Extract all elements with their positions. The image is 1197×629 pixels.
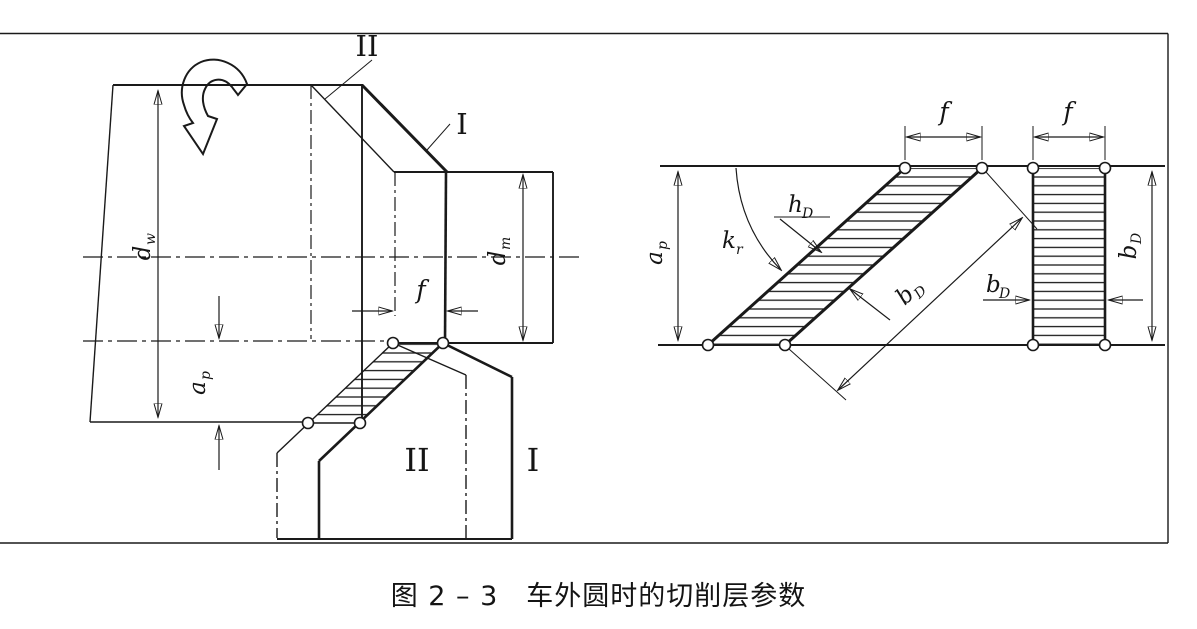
hd-label: h D [788, 192, 813, 222]
bd-small-label-sub: D [998, 286, 1010, 302]
node-circle [701, 338, 715, 352]
surface-label-1: I [456, 107, 467, 141]
bd-diagonal-extension-bottom [788, 348, 847, 401]
ap-left-label-sub: p [198, 371, 214, 380]
ap-left-label: a p [185, 371, 214, 395]
f-left-view-label: f [414, 275, 429, 304]
kr-label-main: k [722, 228, 736, 254]
figure-caption: 图 2 – 3 车外圆时的切削层参数 [0, 574, 1197, 613]
rotation-direction-arrow [180, 58, 249, 157]
right-dimensions [678, 126, 1152, 401]
ap-right-label-main: a [642, 251, 668, 265]
slanted-layer-hatch [708, 168, 982, 345]
node-circle [1098, 161, 1112, 175]
surface1-leader-line [426, 123, 451, 151]
dw-label: d w [130, 233, 159, 260]
node-circle [975, 161, 989, 175]
node-circle [1098, 338, 1112, 352]
ap-left-label-main: a [185, 381, 211, 395]
dw-label-main: d [130, 246, 156, 261]
tool-label-1: I [527, 441, 540, 479]
dw-label-sub: w [143, 233, 159, 245]
node-circle [436, 336, 450, 350]
f-vertical-label: f [1061, 97, 1076, 126]
hd-label-sub: D [801, 206, 813, 222]
left-node-circles [301, 336, 450, 430]
dm-label-main: d [485, 251, 511, 266]
transient-surface-2 [310, 84, 395, 173]
hd-arrow-lower [850, 289, 891, 321]
node-circle [301, 416, 315, 430]
dm-label-sub: m [498, 237, 514, 250]
bd-diagonal-label: b D [891, 281, 930, 310]
right-node-circles [701, 161, 1112, 352]
node-circle [1026, 338, 1040, 352]
tool2-minor-edge [392, 342, 467, 376]
tool1-minor-edge [442, 341, 513, 379]
hd-label-main: h [788, 192, 803, 218]
node-circle [898, 161, 912, 175]
right-vertical-cut-layer [1031, 168, 1107, 345]
cut-layer-hatch [308, 343, 443, 423]
bd-right-label: b D [1116, 233, 1145, 260]
node-circle [353, 416, 367, 430]
workpiece-left-edge [89, 84, 114, 423]
tool-position-1-outline [277, 341, 514, 540]
kr-label: k r [722, 228, 744, 258]
vertical-layer-hatch [1033, 168, 1105, 345]
surface2-leader-line [324, 59, 373, 100]
figure-title: 车外圆时的切削层参数 [526, 581, 807, 612]
kr-angle-arc [735, 167, 781, 270]
hd-arrow-upper [779, 218, 821, 252]
left-view-workpiece [83, 83, 580, 423]
figure-number: 图 2 – 3 [390, 581, 499, 612]
bd-right-label-main: b [1116, 245, 1142, 260]
slanted-layer-left-edge [706, 166, 907, 347]
f-slanted-label: f [937, 97, 952, 126]
node-circle [386, 336, 400, 350]
ap-right-label: a p [642, 241, 671, 265]
bd-small-label-main: b [986, 272, 1001, 298]
kr-label-sub: r [736, 242, 744, 258]
ap-right-label-sub: p [655, 241, 671, 250]
dm-label: d m [485, 237, 514, 266]
tool-position-2-outline [276, 342, 467, 538]
left-cut-layer [308, 342, 445, 424]
bd-diagonal-dimension-line [838, 218, 1022, 390]
tool-label-2: II [404, 441, 429, 479]
node-circle [778, 338, 792, 352]
shoulder-vertical-edge [443, 171, 448, 344]
tool2-main-edge [276, 342, 394, 454]
surface-label-2: II [356, 29, 379, 63]
scan-frame [0, 32, 1169, 544]
bd-small-label: b D [986, 272, 1010, 302]
node-circle [1026, 161, 1040, 175]
tool1-main-edge [318, 342, 444, 462]
bd-diagonal-extension-top [985, 171, 1038, 230]
right-slanted-cut-layer [706, 166, 984, 347]
left-dimensions [158, 59, 523, 470]
bd-right-label-sub: D [1129, 233, 1145, 245]
transient-surface-1 [360, 83, 449, 174]
